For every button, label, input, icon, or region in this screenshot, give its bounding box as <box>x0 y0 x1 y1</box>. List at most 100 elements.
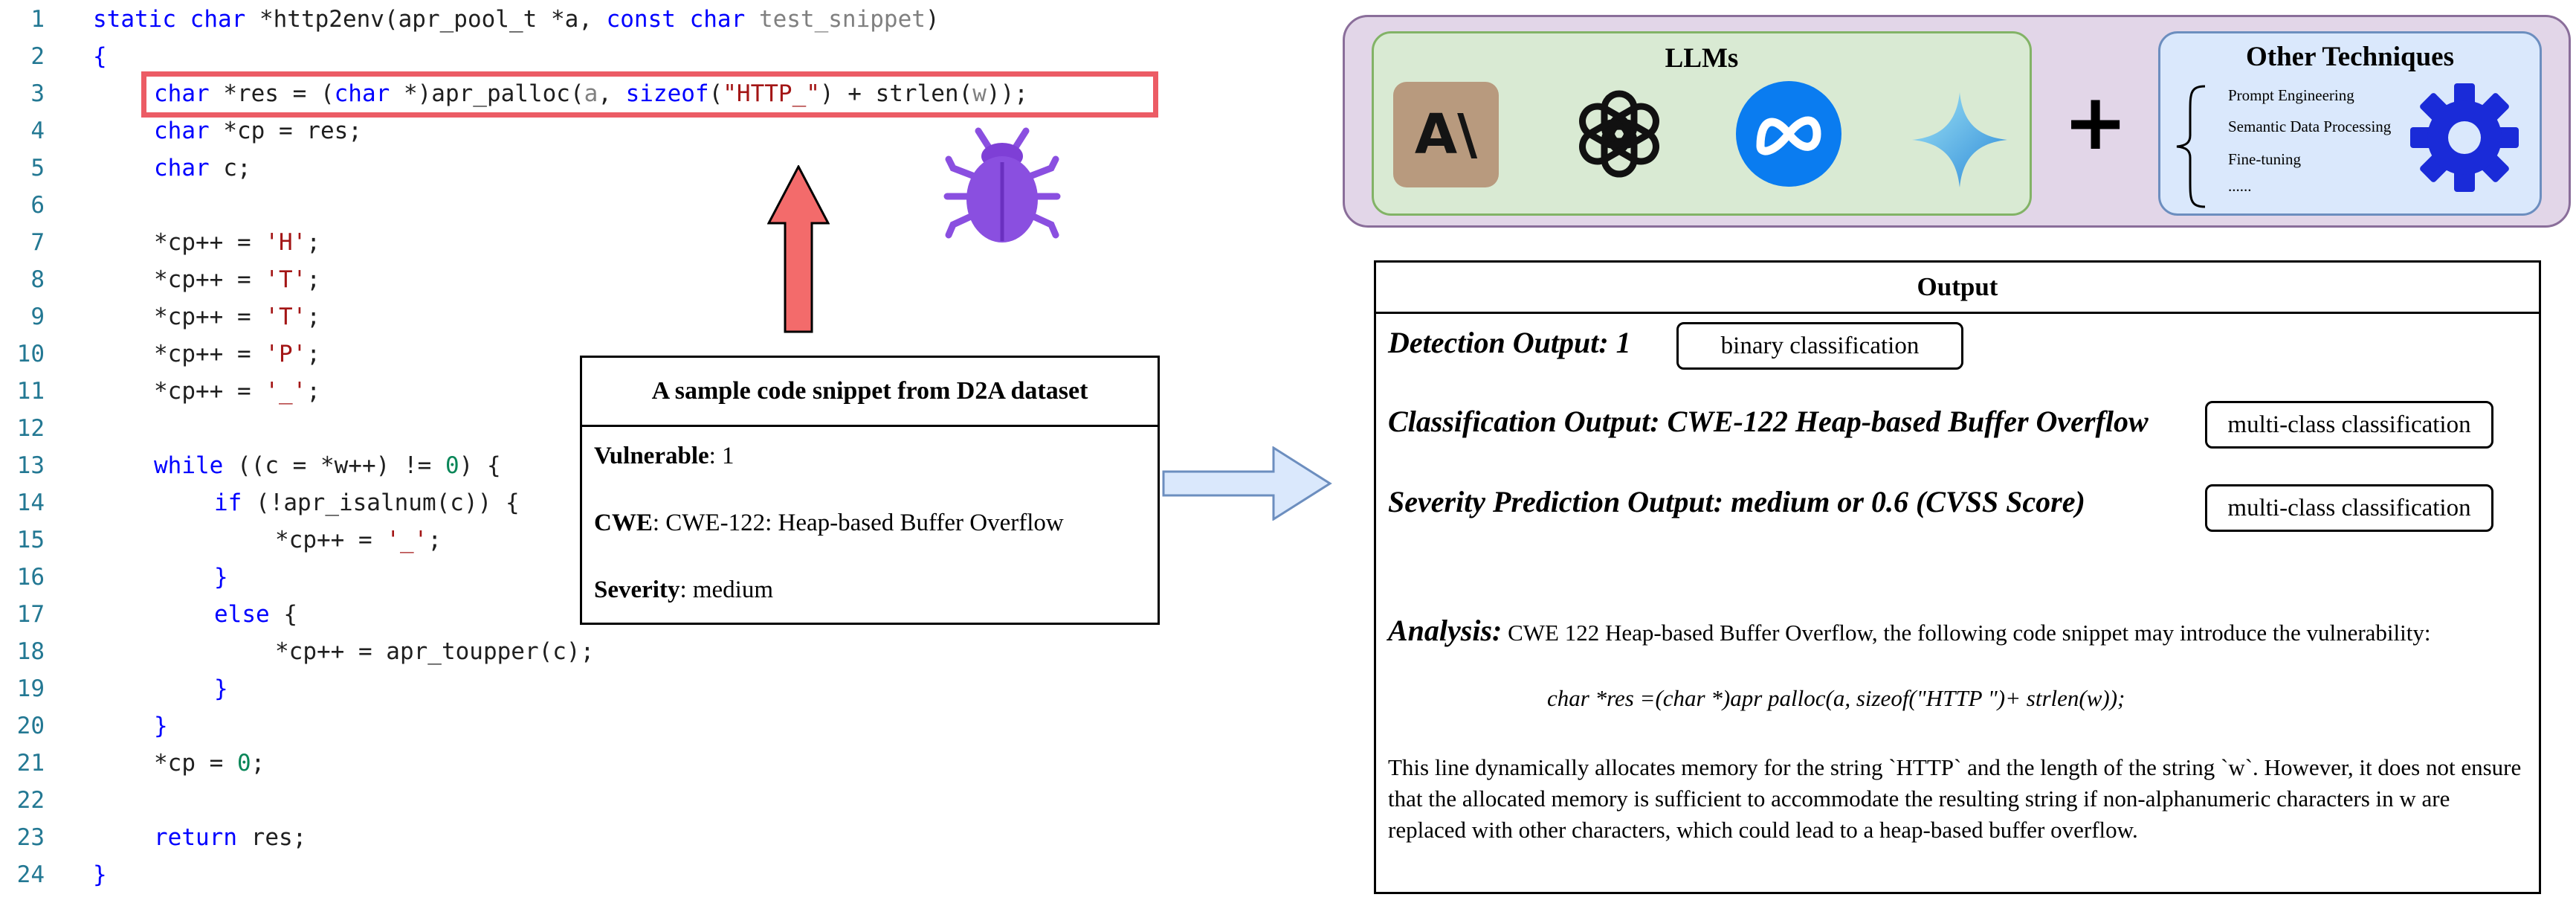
vulnerable-row: Vulnerable: 1 <box>594 443 735 470</box>
while-condition: ((c = *w++) != <box>237 452 445 479</box>
if-condition: (!apr_isalnum(c)) { <box>256 489 520 516</box>
bug-icon <box>943 127 1061 242</box>
line-number: 13 <box>16 452 45 479</box>
code-line-18: *cp++ = apr_toupper(c); <box>275 638 594 665</box>
code-line-8: *cp++ = 'T'; <box>154 266 320 293</box>
code-line-24: } <box>93 861 107 888</box>
technique-item: Fine-tuning <box>2228 150 2301 168</box>
alloc-arg: a <box>584 80 598 107</box>
code-line-21: *cp = 0; <box>154 750 265 777</box>
char-literal: 'T' <box>265 303 307 330</box>
severity-output: Severity Prediction Output: medium or 0.… <box>1388 485 2085 518</box>
alloc-string: "HTTP_" <box>723 80 820 107</box>
strlen-arg: w <box>972 80 987 107</box>
severity-tag: multi-class classification <box>2205 484 2493 532</box>
line-number: 24 <box>16 861 45 888</box>
classification-tag: multi-class classification <box>2205 401 2493 449</box>
function-name: *http2env <box>259 6 384 33</box>
cp-assign: *cp = <box>154 750 237 777</box>
char-literal: '_' <box>265 378 307 405</box>
meta-logo-icon <box>1736 81 1841 187</box>
line-number: 10 <box>16 341 45 367</box>
cwe-row: CWE: CWE-122: Heap-based Buffer Overflow <box>594 510 1064 537</box>
line-number: 15 <box>16 527 45 553</box>
char-literal: '_' <box>386 527 428 553</box>
line-number: 22 <box>16 787 45 814</box>
line-number: 4 <box>30 118 45 144</box>
cwe-value: : CWE-122: Heap-based Buffer Overflow <box>652 510 1064 536</box>
techniques-title: Other Techniques <box>2246 42 2454 72</box>
code-line-5: char c; <box>154 155 251 181</box>
output-title: Output <box>1376 263 2539 314</box>
sample-box-title: A sample code snippet from D2A dataset <box>582 358 1158 427</box>
line-number: 18 <box>16 638 45 665</box>
detection-output: Detection Output: 1 <box>1388 326 1631 359</box>
code-line-14: if (!apr_isalnum(c)) { <box>214 489 520 516</box>
analysis-code: char *res =(char *)apr palloc(a, sizeof(… <box>1547 685 2125 711</box>
char-literal: 'P' <box>265 341 307 367</box>
technique-item: Semantic Data Processing <box>2228 118 2392 135</box>
code-line-9: *cp++ = 'T'; <box>154 303 320 330</box>
number-literal: 0 <box>236 750 251 777</box>
severity-value: : medium <box>679 576 774 603</box>
line-number: 5 <box>30 155 45 181</box>
brace-icon <box>2176 85 2206 208</box>
code-line-2: { <box>93 43 107 70</box>
openai-logo-icon <box>1579 90 1659 178</box>
code-line-11: *cp++ = '_'; <box>154 378 320 405</box>
var-cp: *cp = res; <box>223 118 362 144</box>
code-line-10: *cp++ = 'P'; <box>154 341 320 367</box>
line-number: 11 <box>16 378 45 405</box>
cwe-label: CWE <box>594 510 653 536</box>
gemini-star-icon <box>1912 92 2007 187</box>
code-line-13: while ((c = *w++) != 0) { <box>154 452 501 479</box>
line-number: 6 <box>30 192 45 219</box>
line-number: 19 <box>16 675 45 702</box>
param-name: *a <box>550 6 579 33</box>
code-line-16: } <box>214 564 228 591</box>
code-line-19: } <box>214 675 228 702</box>
line-number: 9 <box>30 303 45 330</box>
param-name: test_snippet <box>758 6 926 33</box>
code-line-23: return res; <box>154 824 307 851</box>
analysis-intro: Analysis: CWE 122 Heap-based Buffer Over… <box>1388 615 2525 649</box>
line-number: 8 <box>30 266 45 293</box>
code-line-17: else { <box>214 601 297 628</box>
line-number: 16 <box>16 564 45 591</box>
vulnerable-value: : 1 <box>708 443 735 469</box>
line-number: 7 <box>30 229 45 256</box>
vulnerable-line-highlight <box>141 71 1158 118</box>
code-line-7: *cp++ = 'H'; <box>154 229 320 256</box>
analysis-body: This line dynamically allocates memory f… <box>1388 754 2522 843</box>
line-number: 14 <box>16 489 45 516</box>
code-line-20: } <box>154 713 168 739</box>
output-box: Output Detection Output: 1 binary classi… <box>1374 260 2541 894</box>
analysis-heading: Analysis: <box>1388 614 1502 647</box>
line-number: 3 <box>30 80 45 107</box>
code-line-3: char *res = (char *)apr_palloc(a, sizeof… <box>154 80 1028 107</box>
code-editor: 1 2 3 4 5 6 7 8 9 10 11 12 13 14 15 16 1… <box>0 0 1158 906</box>
technique-item: Prompt Engineering <box>2228 86 2354 104</box>
detection-tag: binary classification <box>1676 322 1963 370</box>
analysis-intro-text: CWE 122 Heap-based Buffer Overflow, the … <box>1502 620 2431 646</box>
line-number: 20 <box>16 713 45 739</box>
var-c: c; <box>223 155 251 181</box>
toupper-call: *cp++ = apr_toupper(c); <box>275 638 595 665</box>
line-number: 1 <box>30 6 45 33</box>
vulnerable-label: Vulnerable <box>594 443 709 469</box>
anthropic-logo-icon: A\ <box>1393 82 1499 187</box>
line-number: 2 <box>30 43 45 70</box>
line-number: 17 <box>16 601 45 628</box>
line-number: 21 <box>16 750 45 777</box>
param-type: apr_pool_t <box>398 6 538 33</box>
code-line-4: char *cp = res; <box>154 118 362 144</box>
technique-item: ...... <box>2228 177 2252 195</box>
severity-label: Severity <box>594 576 680 603</box>
strlen-call: strlen <box>875 80 959 107</box>
up-arrow <box>767 165 830 333</box>
sample-snippet-box: A sample code snippet from D2A dataset V… <box>580 356 1160 625</box>
char-literal: 'H' <box>265 229 307 256</box>
alloc-func: apr_palloc <box>431 80 570 107</box>
number-literal: 0 <box>445 452 459 479</box>
llms-title: LLMs <box>1665 43 1739 74</box>
